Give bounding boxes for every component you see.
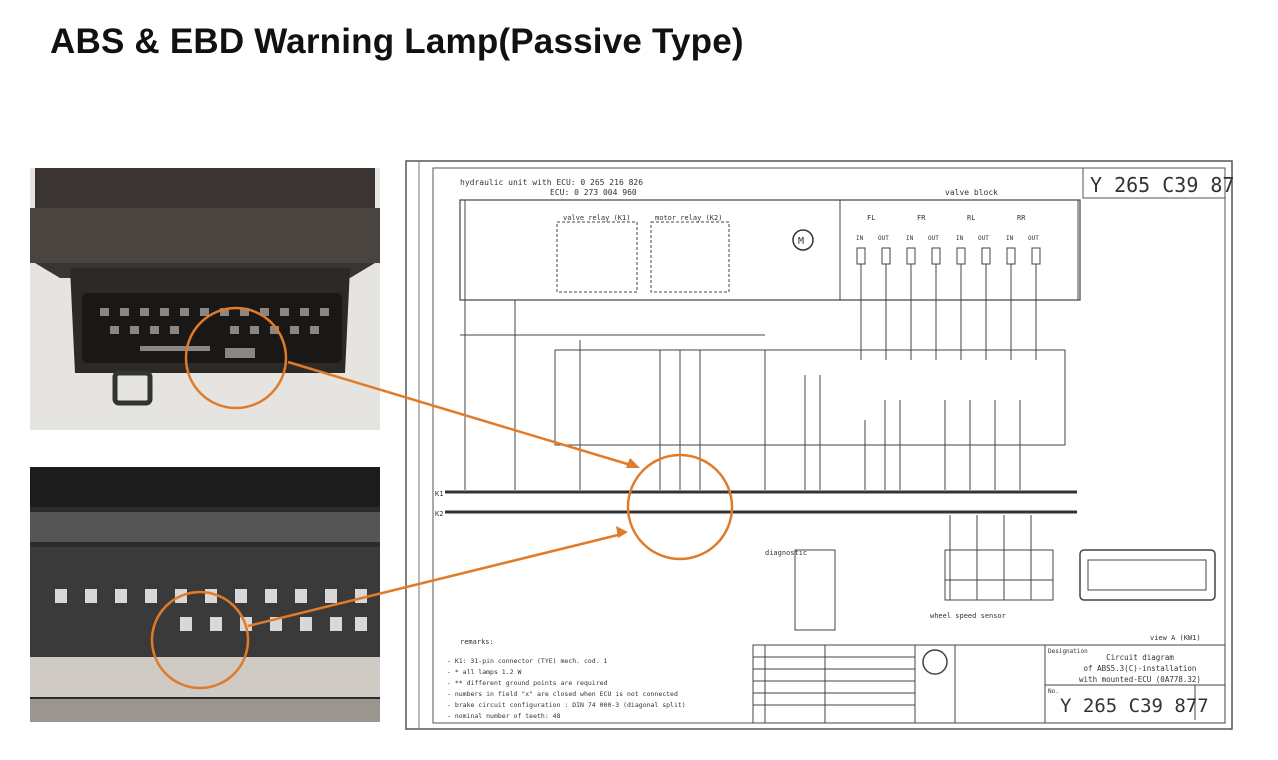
- wheel-label-fl: FL: [867, 214, 875, 222]
- valve-in-out-labels: IN OUT IN OUT IN OUT IN OUT: [856, 235, 1039, 242]
- svg-text:- nominal number of teeth: 48: - nominal number of teeth: 48: [447, 712, 561, 720]
- designation-label: Designation: [1048, 648, 1088, 655]
- motor-relay-label: motor relay (K2): [655, 214, 722, 222]
- svg-text:with mounted-ECU (0A778.32): with mounted-ECU (0A778.32): [1079, 675, 1201, 684]
- title-block-designation: Circuit diagram of ABS5.3(C)-installatio…: [1079, 653, 1201, 684]
- svg-text:- K1: 31-pin connector (TYE) m: - K1: 31-pin connector (TYE) mech. cod. …: [447, 657, 608, 665]
- valve-relay-label: valve relay (K1): [563, 214, 630, 222]
- wheel-speed-sensor-label: wheel speed sensor: [930, 612, 1006, 620]
- hydraulic-unit-label: hydraulic unit with ECU: 0 265 216 826: [460, 178, 643, 187]
- valve-block-label: valve block: [945, 188, 998, 197]
- drawing-number-top: Y 265 C39 877: [1090, 173, 1233, 197]
- wheel-label-rr: RR: [1017, 214, 1026, 222]
- wheel-label-fr: FR: [917, 214, 926, 222]
- connector-k2-label: K2: [435, 510, 443, 518]
- svg-text:Circuit diagram: Circuit diagram: [1106, 653, 1174, 662]
- svg-text:- numbers in field "x" are clo: - numbers in field "x" are closed when E…: [447, 690, 678, 698]
- ecu-connector-photo-top: [30, 168, 380, 430]
- number-label: No.: [1048, 688, 1059, 695]
- diagnostic-label: diagnostic: [765, 549, 807, 557]
- circuit-diagram: Y 265 C39 877 hydraulic unit with ECU: 0…: [405, 160, 1247, 730]
- view-label: view A (KW1): [1150, 634, 1201, 642]
- wheel-label-rl: RL: [967, 214, 975, 222]
- svg-text:of ABS5.3(C)-installation: of ABS5.3(C)-installation: [1084, 664, 1197, 673]
- svg-text:OUT: OUT: [878, 235, 889, 242]
- svg-text:- * all lamps 1.2 W: - * all lamps 1.2 W: [447, 668, 521, 676]
- svg-text:IN: IN: [906, 235, 914, 242]
- svg-text:- ** different ground points a: - ** different ground points are require…: [447, 679, 608, 687]
- drawing-number-bottom: Y 265 C39 877: [1060, 695, 1209, 717]
- remarks-title: remarks:: [460, 638, 494, 646]
- remarks-list: - K1: 31-pin connector (TYE) mech. cod. …: [447, 657, 686, 720]
- svg-text:IN: IN: [856, 235, 864, 242]
- ecu-connector-photo-bottom: [30, 467, 380, 722]
- svg-text:IN: IN: [956, 235, 964, 242]
- svg-text:IN: IN: [1006, 235, 1014, 242]
- svg-text:OUT: OUT: [1028, 235, 1039, 242]
- ecu-number-label: ECU: 0 273 004 960: [550, 188, 637, 197]
- svg-text:OUT: OUT: [978, 235, 989, 242]
- svg-text:OUT: OUT: [928, 235, 939, 242]
- page-title: ABS & EBD Warning Lamp(Passive Type): [50, 22, 744, 61]
- svg-text:- brake circuit configuration: - brake circuit configuration : DIN 74 0…: [447, 701, 686, 709]
- connector-k1-label: K1: [435, 490, 443, 498]
- svg-text:M: M: [798, 236, 804, 247]
